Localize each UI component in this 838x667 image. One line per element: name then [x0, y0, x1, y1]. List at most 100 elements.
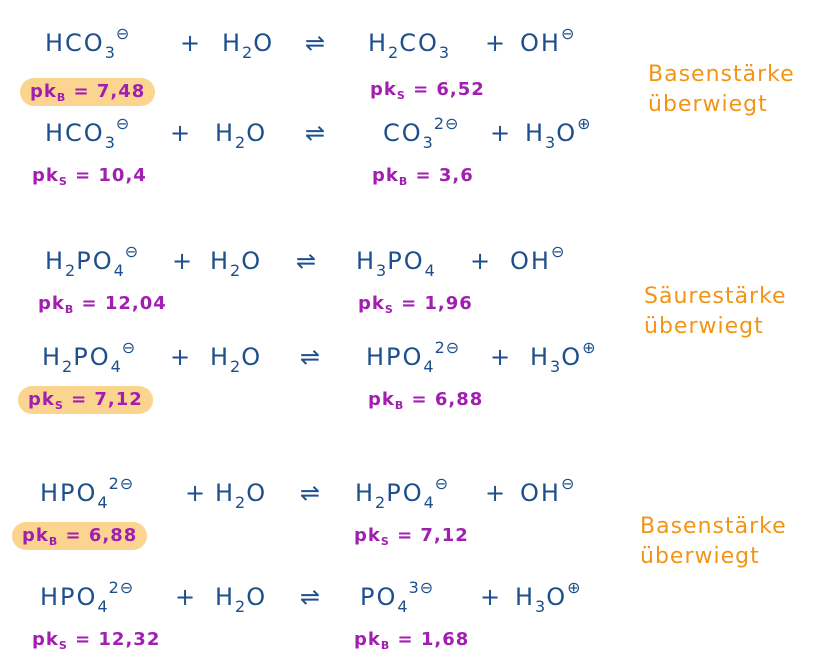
formula-part: O: [241, 247, 263, 275]
pk-left-value: pkS = 10,4: [22, 162, 157, 190]
pk-prefix: pk: [354, 629, 381, 650]
formula-part: O: [241, 343, 263, 371]
product-2: OH⊖: [520, 476, 575, 508]
formula-part: H: [215, 119, 236, 147]
pk-prefix: pk: [372, 165, 399, 186]
product-1: HPO42⊖: [366, 340, 460, 375]
charge: ⊖: [115, 114, 131, 133]
formula-part: HCO: [45, 29, 105, 57]
pk-prefix: pk: [32, 165, 59, 186]
formula-part: CO: [399, 29, 439, 57]
formula-part: PO: [360, 583, 398, 611]
formula-part: 2: [235, 493, 247, 512]
product-2: H3O⊕: [515, 580, 582, 615]
pk-subscript: S: [380, 535, 390, 548]
plus-sign: +: [170, 343, 193, 371]
product-2: H3O⊕: [525, 116, 592, 151]
pk-subscript: S: [384, 303, 394, 316]
equilibrium-arrow-icon: ⇌: [300, 343, 323, 371]
charge: ⊖: [121, 338, 137, 357]
formula-part: 4: [110, 357, 122, 376]
charge: ⊖: [115, 24, 131, 43]
note-line: überwiegt: [640, 544, 760, 569]
pk-left-value: pkS = 7,12: [18, 386, 153, 414]
reactant-ion: H2PO4⊖: [42, 340, 136, 375]
plus-sign: +: [170, 119, 193, 147]
pk-subscript: B: [48, 535, 59, 548]
charge: ⊖: [124, 242, 140, 261]
formula-part: O: [246, 479, 268, 507]
equilibrium-arrow-icon: ⇌: [300, 479, 323, 507]
pk-subscript: B: [394, 399, 405, 412]
formula-part: 2: [388, 43, 400, 62]
charge: 2⊖: [108, 578, 135, 597]
reactant-ion: HPO42⊖: [40, 580, 134, 615]
product-2: H3O⊕: [530, 340, 597, 375]
charge: 2⊖: [434, 338, 461, 357]
water: H2O: [215, 478, 268, 511]
charge: ⊕: [577, 114, 592, 133]
formula-part: PO: [387, 247, 425, 275]
pk-subscript: B: [380, 639, 391, 652]
charge: 2⊖: [108, 474, 135, 493]
note-line: Säurestärke: [644, 284, 787, 309]
pk-right-value: pkB = 1,68: [344, 626, 479, 654]
plus-sign: +: [185, 479, 208, 507]
formula-part: H: [525, 119, 546, 147]
formula-part: O: [253, 29, 275, 57]
formula-part: H: [45, 247, 66, 275]
pk-prefix: pk: [368, 389, 395, 410]
plus-sign: +: [470, 247, 493, 275]
note-base-strength-1: Basenstärke überwiegt: [648, 60, 795, 120]
formula-part: 2: [230, 261, 242, 280]
formula-part: 2: [235, 597, 247, 616]
formula-part: 3: [438, 43, 451, 62]
water: H2O: [215, 118, 267, 151]
product-1: H2PO4⊖: [355, 476, 449, 511]
pk-right-value: pkB = 3,6: [362, 162, 484, 190]
pk-right-value: pkS = 1,96: [348, 290, 483, 318]
water: H2O: [222, 28, 275, 61]
formula-part: PO: [73, 343, 111, 371]
plus-sign: +: [490, 119, 513, 147]
pk-value: = 3,6: [408, 165, 474, 186]
charge: ⊖: [560, 474, 576, 493]
plus-sign: +: [480, 583, 503, 611]
formula-part: PO: [386, 479, 424, 507]
pk-value: = 7,12: [389, 525, 469, 546]
note-line: überwiegt: [644, 314, 764, 339]
formula-part: OH: [520, 29, 561, 57]
product-1: PO43⊖: [360, 580, 434, 615]
charge: ⊖: [560, 24, 576, 43]
plus-sign: +: [172, 247, 195, 275]
formula-part: 4: [397, 597, 409, 616]
formula-part: H: [215, 583, 236, 611]
formula-part: 3: [550, 357, 562, 376]
formula-part: H: [42, 343, 63, 371]
product-1: CO32⊖: [383, 116, 459, 151]
pk-prefix: pk: [32, 629, 59, 650]
equilibrium-arrow-icon: ⇌: [300, 583, 323, 611]
pk-value: = 10,4: [67, 165, 147, 186]
pk-prefix: pk: [354, 525, 381, 546]
pk-right-value: pkS = 6,52: [360, 76, 495, 104]
formula-part: H: [368, 29, 389, 57]
formula-part: HCO: [45, 119, 105, 147]
plus-sign: +: [180, 29, 203, 57]
pk-value: = 12,04: [74, 293, 167, 314]
pk-prefix: pk: [370, 79, 397, 100]
pk-left-value: pkS = 12,32: [22, 626, 170, 654]
note-acid-strength: Säurestärke überwiegt: [644, 282, 787, 342]
pk-value: = 6,88: [58, 525, 138, 546]
formula-part: O: [546, 583, 568, 611]
formula-part: 4: [424, 261, 436, 280]
formula-part: 4: [423, 357, 435, 376]
formula-part: O: [246, 583, 268, 611]
formula-part: H: [222, 29, 243, 57]
product-1: H2CO3: [368, 28, 450, 61]
pk-value: = 6,88: [404, 389, 484, 410]
